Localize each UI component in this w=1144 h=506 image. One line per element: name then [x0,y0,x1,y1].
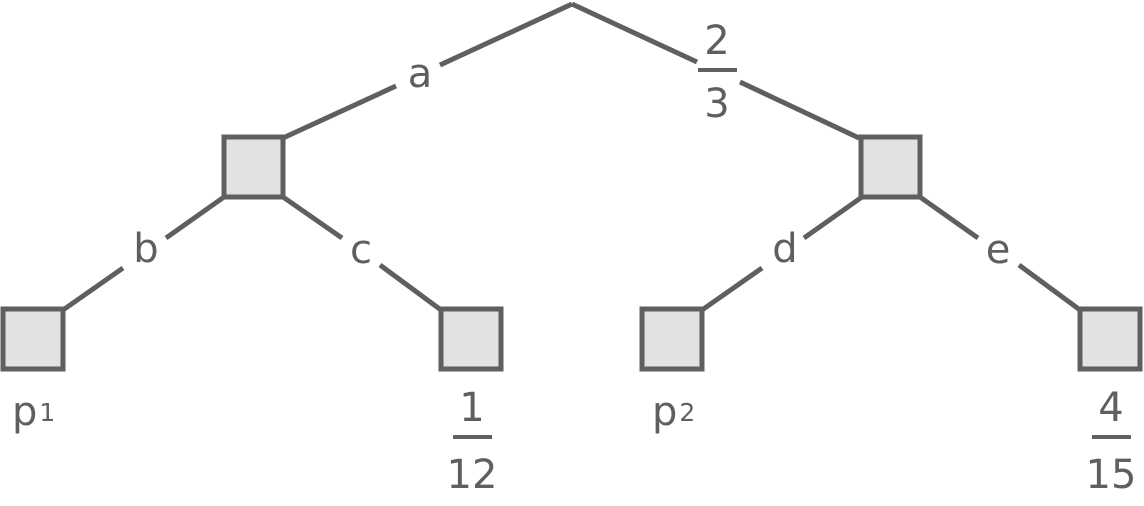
internal-node-left [221,134,286,200]
edge-right-d-lower [700,265,764,313]
edge-left-b-upper [164,194,226,241]
edge-label-a: a [408,51,433,97]
leaf-label-3-base: p [652,389,677,435]
edge-left-b-lower [61,265,125,313]
leaf-label-1: p1 [12,389,55,435]
edge-label-root-right-numerator: 2 [704,18,729,64]
edge-right-e-lower [1017,262,1082,313]
edge-label-e: e [986,227,1011,273]
edge-root-left-lower [281,83,398,141]
internal-node-right [858,134,923,200]
leaf-label-3-subscript: 2 [679,398,695,427]
leaf-label-4-numerator: 4 [1098,385,1123,431]
edge-label-b: b [133,226,158,272]
edge-label-root-right-denominator: 3 [704,81,729,127]
edge-left-c-upper [281,194,344,241]
leaf-label-1-subscript: 1 [39,398,55,427]
leaf-node-4 [1077,306,1143,372]
edge-label-d: d [772,226,797,272]
edge-label-c: c [350,227,372,273]
leaf-node-2 [438,306,504,372]
edge-right-e-upper [918,194,980,241]
edge-left-c-lower [378,262,443,313]
leaf-node-3 [639,306,705,372]
leaf-node-1 [0,306,66,372]
edge-right-d-upper [802,194,864,241]
leaf-label-4-denominator: 15 [1086,452,1137,498]
edge-root-right-lower [738,79,861,141]
edge-root-right-upper [570,1,699,65]
leaf-label-1-base: p [12,389,37,435]
leaf-label-3: p2 [652,389,695,435]
leaf-label-2-numerator: 1 [459,385,484,431]
leaf-label-2-denominator: 12 [447,452,498,498]
edge-root-left-upper [438,1,574,68]
